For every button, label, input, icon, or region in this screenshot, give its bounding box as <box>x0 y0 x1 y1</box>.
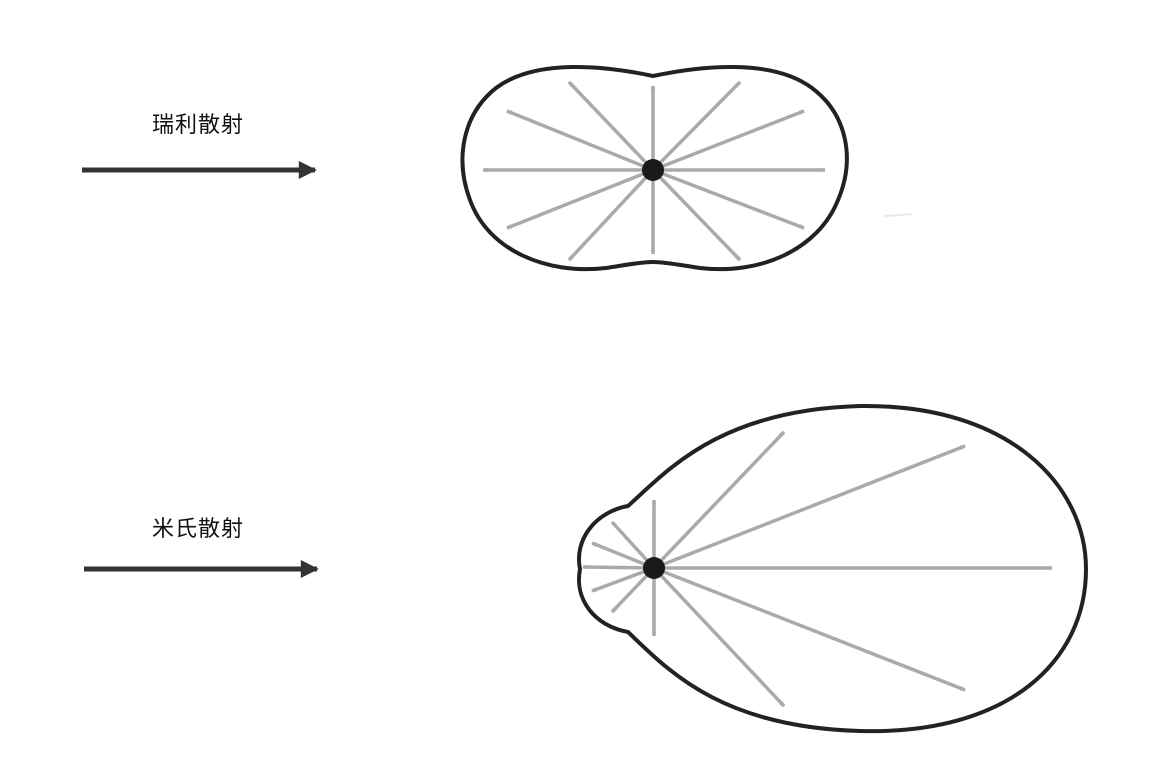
rayleigh-scatter-arrow-8 <box>506 168 654 230</box>
mie-panel <box>84 403 1089 734</box>
rayleigh-scatter-arrow-6 <box>506 109 654 172</box>
mie-scatter-arrow-11 <box>652 566 786 708</box>
mie-scatter-arrow-7 <box>582 564 655 570</box>
mie-intensity-outline <box>576 403 1089 734</box>
scan-mark <box>884 213 913 217</box>
mie-scatter-arrow-2 <box>653 444 966 570</box>
mie-scatter-arrows <box>582 430 1053 708</box>
rayleigh-scatter-arrow-5 <box>567 80 655 172</box>
mie-scattering-label: 米氏散射 <box>152 517 245 542</box>
rayleigh-scattering-label: 瑞利散射 <box>152 113 245 138</box>
mie-scatter-arrow-3 <box>652 430 786 570</box>
mie-particle <box>643 557 665 579</box>
mie-scatter-arrow-6 <box>591 541 655 570</box>
rayleigh-intensity-outline <box>460 64 849 272</box>
rayleigh-particle <box>642 159 664 181</box>
rayleigh-scatter-arrow-3 <box>651 80 742 172</box>
rayleigh-panel <box>82 64 849 272</box>
mie-scatter-arrow-12 <box>653 566 966 692</box>
rayleigh-scatter-arrows <box>482 80 826 262</box>
mie-scatter-arrow-8 <box>591 566 655 593</box>
rayleigh-scatter-arrow-11 <box>651 168 742 262</box>
rayleigh-scatter-arrow-12 <box>652 168 805 230</box>
rayleigh-scatter-arrow-9 <box>567 168 655 262</box>
rayleigh-scatter-arrow-2 <box>652 109 805 172</box>
